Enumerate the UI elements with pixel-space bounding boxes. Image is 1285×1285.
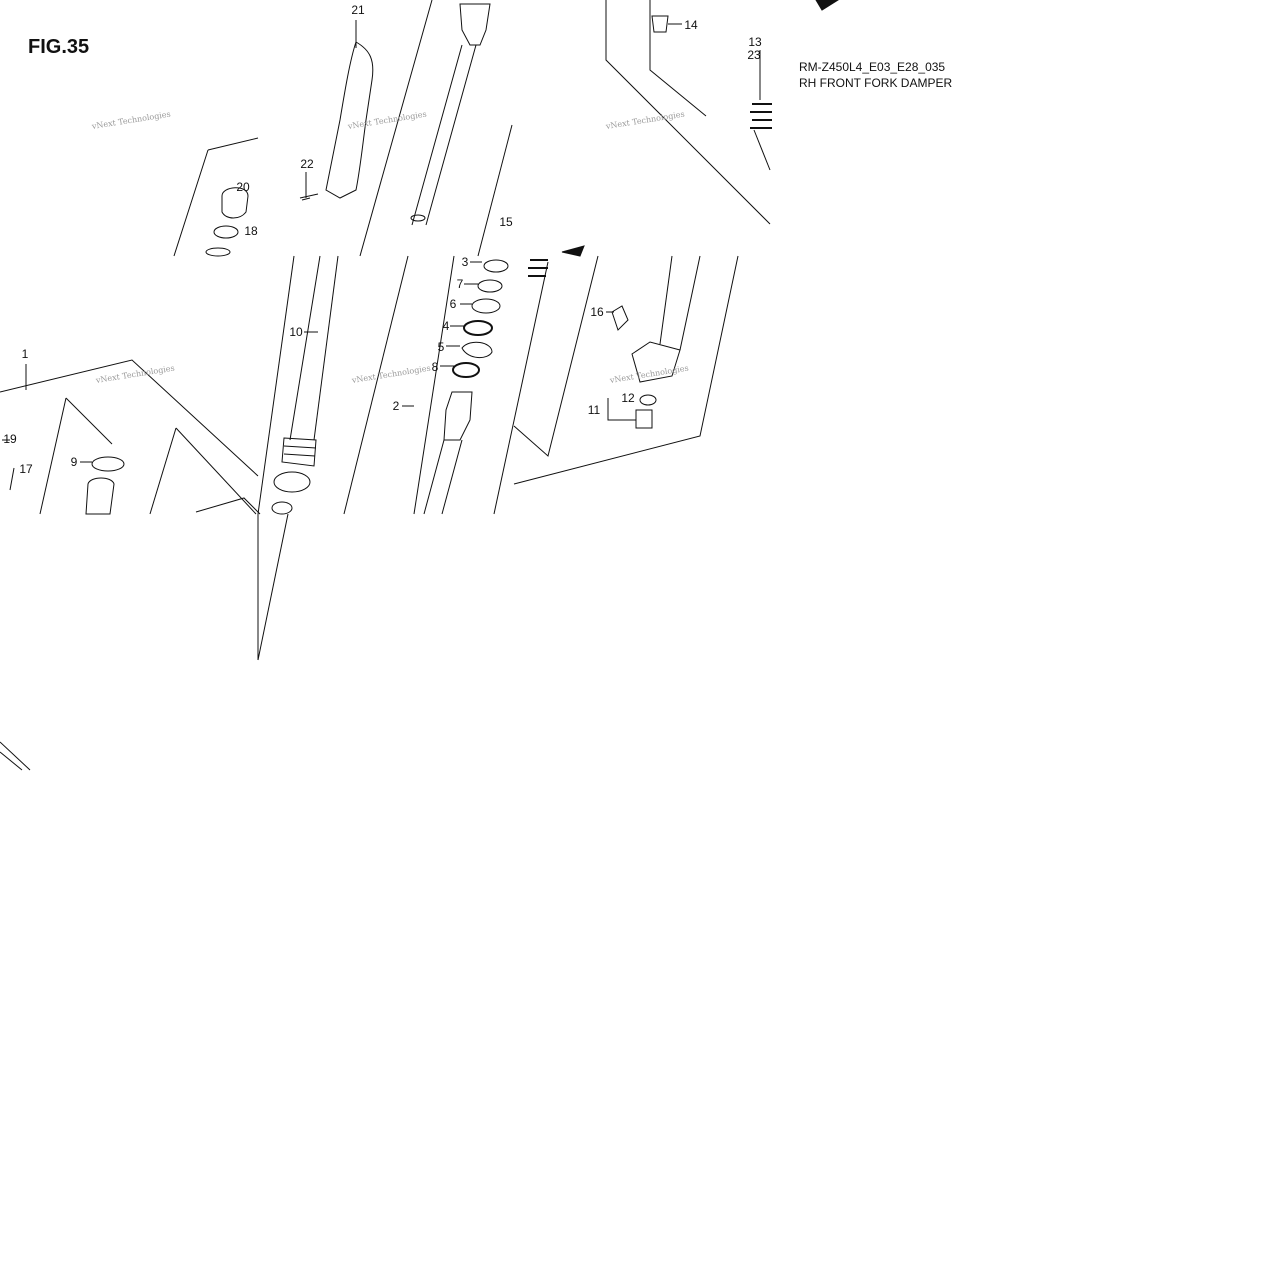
callout-19: 19 bbox=[3, 432, 17, 446]
oring-9 bbox=[91, 456, 125, 472]
direction-arrow bbox=[815, 0, 839, 11]
outer-tube-rings bbox=[283, 445, 317, 457]
frame-line-c bbox=[413, 255, 455, 515]
bushing-3 bbox=[483, 259, 509, 273]
outer-tube-base bbox=[281, 437, 317, 467]
callout-16: 16 bbox=[590, 305, 604, 319]
callout-13: 13 bbox=[748, 35, 762, 49]
callout-20: 20 bbox=[236, 180, 250, 194]
inner-tube-left bbox=[423, 439, 445, 515]
oil-seal-4 bbox=[463, 320, 493, 336]
frame-inner-2 bbox=[175, 427, 257, 515]
spring-13 bbox=[750, 103, 772, 129]
figure-caption: RM-Z450L4_E03_E28_035 RH FRONT FORK DAMP… bbox=[799, 59, 952, 91]
dust-seal-8 bbox=[452, 362, 480, 378]
bolt-16 bbox=[611, 305, 629, 331]
direction-arrow-2 bbox=[561, 245, 585, 257]
inner-rod-right bbox=[425, 44, 477, 226]
frame-right-mid bbox=[513, 255, 599, 457]
callout-7: 7 bbox=[456, 277, 464, 291]
callout-11: 11 bbox=[587, 403, 601, 417]
callout-18: 18 bbox=[244, 224, 258, 238]
tile-middle bbox=[257, 245, 739, 515]
part-description: RH FRONT FORK DAMPER bbox=[799, 76, 953, 90]
plug-11 bbox=[635, 409, 653, 429]
callout-1: 1 bbox=[21, 347, 29, 361]
bolt-22 bbox=[299, 193, 319, 201]
frame-line-a bbox=[257, 255, 295, 515]
washer-7 bbox=[477, 279, 503, 293]
callout-6: 6 bbox=[449, 297, 457, 311]
frame-inner-3 bbox=[149, 427, 177, 515]
callout-2: 2 bbox=[392, 399, 400, 413]
fork-guard-part bbox=[325, 41, 374, 199]
oring-large bbox=[273, 471, 311, 493]
frame-inner-4 bbox=[39, 397, 67, 515]
cylinder-part bbox=[85, 477, 115, 515]
bushing-14 bbox=[651, 15, 669, 33]
callout-12: 12 bbox=[621, 391, 635, 405]
oring-18 bbox=[213, 225, 239, 239]
callout-22: 22 bbox=[300, 157, 314, 171]
callout-4: 4 bbox=[442, 319, 450, 333]
oring-12 bbox=[639, 394, 657, 406]
frame-right-inner bbox=[649, 0, 707, 117]
callout-14: 14 bbox=[684, 18, 698, 32]
stopper-ring-5 bbox=[461, 341, 493, 358]
clip-part bbox=[271, 501, 293, 515]
valve-housing-20 bbox=[221, 187, 249, 219]
callout-21: 21 bbox=[351, 3, 365, 17]
tile-edge-line-2 bbox=[477, 124, 513, 257]
axle-tube-left bbox=[659, 255, 673, 345]
tile-edge-line bbox=[359, 0, 433, 257]
outer-tube-left bbox=[289, 255, 321, 441]
inner-tube-right bbox=[441, 439, 463, 515]
model-code: RM-Z450L4_E03_E28_035 bbox=[799, 60, 946, 74]
fork-cap-part bbox=[459, 3, 491, 46]
spring-15 bbox=[528, 259, 548, 277]
frame-part-top bbox=[195, 497, 261, 515]
callout-15: 15 bbox=[499, 215, 513, 229]
inner-tube-2 bbox=[443, 391, 473, 441]
frame-line-b bbox=[343, 255, 409, 515]
frame-left-top bbox=[173, 137, 259, 257]
callout-10: 10 bbox=[289, 325, 303, 339]
axle-holder bbox=[631, 341, 681, 383]
frame-right-mid-2 bbox=[513, 255, 739, 485]
frame-corner-lines bbox=[0, 741, 31, 771]
frame-line-d bbox=[493, 261, 549, 515]
frame-line-f bbox=[257, 513, 289, 661]
frame-inner-1 bbox=[65, 397, 113, 445]
seal-part bbox=[205, 247, 231, 257]
callout-23: 23 bbox=[747, 48, 761, 62]
tile-top bbox=[173, 0, 839, 257]
figure-title: FIG.35 bbox=[28, 36, 90, 58]
outer-tube-right bbox=[313, 255, 339, 441]
leader-11 bbox=[607, 398, 636, 421]
frame-bottom-top bbox=[0, 359, 259, 477]
callout-8: 8 bbox=[431, 360, 439, 374]
callout-5: 5 bbox=[437, 340, 445, 354]
leader-19-17 bbox=[2, 439, 15, 491]
frame-right-top bbox=[605, 0, 771, 225]
frame-right-edge bbox=[753, 129, 771, 171]
seal-6 bbox=[471, 298, 501, 314]
tile-bottom-left bbox=[0, 359, 289, 771]
callout-17: 17 bbox=[19, 462, 33, 476]
callout-3: 3 bbox=[461, 255, 469, 269]
axle-tube-right bbox=[679, 255, 701, 351]
inner-rod-left bbox=[411, 44, 463, 226]
rod-end bbox=[410, 214, 426, 222]
callout-9: 9 bbox=[70, 455, 78, 469]
